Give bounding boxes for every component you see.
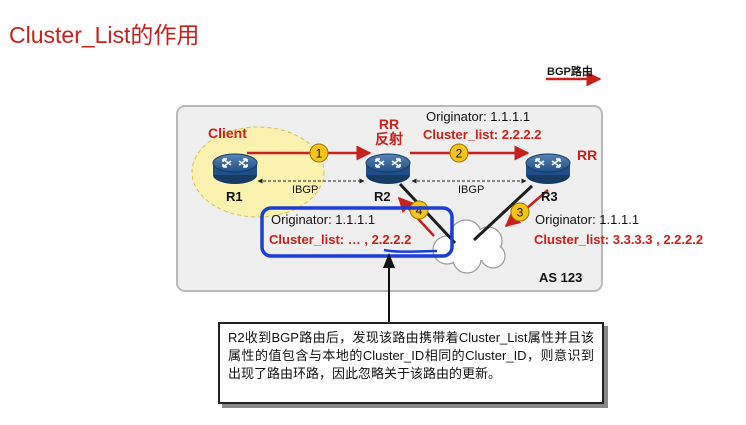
highlight-box xyxy=(260,206,454,258)
router-r1-role: Client xyxy=(208,125,247,141)
left-cluster-list: Cluster_list: … , 2.2.2.2 xyxy=(269,232,412,247)
router-r3-role: RR xyxy=(577,147,598,163)
top-originator: Originator: 1.1.1.1 xyxy=(426,109,531,124)
link-r3-cloud xyxy=(472,184,534,242)
top-cluster-list: Cluster_list: 2.2.2.2 xyxy=(423,127,542,142)
as-label: AS 123 xyxy=(539,270,583,285)
router-r3-label: R3 xyxy=(541,189,558,204)
router-r2-icon xyxy=(365,153,411,185)
router-r1-icon xyxy=(212,153,258,185)
page-title: Cluster_List的作用 xyxy=(9,22,200,48)
router-r1-label: R1 xyxy=(226,189,243,204)
highlight-underline xyxy=(383,248,438,253)
callout-pointer-head xyxy=(383,253,395,268)
router-r2-label: R2 xyxy=(374,189,391,204)
left-originator: Originator: 1.1.1.1 xyxy=(271,212,376,227)
step-badge-1: 1 xyxy=(309,143,329,163)
legend-label: BGP路由 xyxy=(547,66,593,78)
step-badge-4: 4 xyxy=(409,200,429,220)
svg-text:4: 4 xyxy=(416,204,423,218)
ibgp-label-r1-r2: IBGP xyxy=(292,184,319,196)
step-badge-3: 3 xyxy=(510,202,530,222)
step-badge-2: 2 xyxy=(449,143,469,163)
router-r2-role: RR 反射 xyxy=(375,116,403,147)
svg-text:1: 1 xyxy=(316,147,323,161)
svg-text:3: 3 xyxy=(517,206,524,220)
ibgp-label-r2-r3: IBGP xyxy=(458,184,485,196)
svg-text:2: 2 xyxy=(456,147,463,161)
explanation-note: R2收到BGP路由后，发现该路由携带着Cluster_List属性并且该属性的值… xyxy=(218,322,604,404)
right-cluster-list: Cluster_list: 3.3.3.3 , 2.2.2.2 xyxy=(534,232,704,247)
router-r3-icon xyxy=(525,153,571,185)
right-originator: Originator: 1.1.1.1 xyxy=(535,212,640,227)
client-zone xyxy=(191,126,325,218)
